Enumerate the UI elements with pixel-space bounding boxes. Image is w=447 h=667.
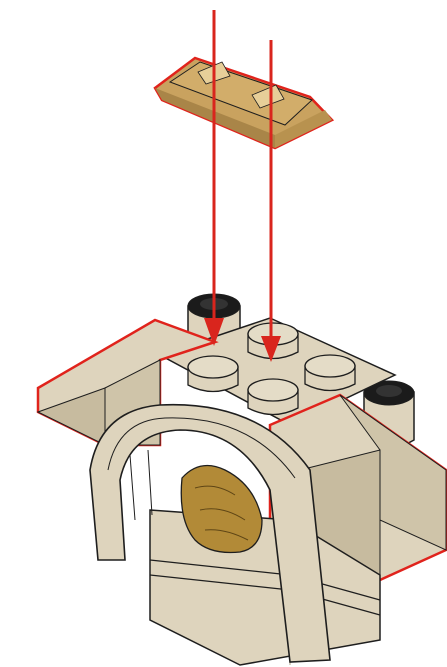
stud-back-right (305, 355, 355, 391)
arch-assembly (38, 294, 446, 665)
tile-1x2-grille (155, 58, 332, 148)
stud-front-left (188, 356, 238, 392)
stud-front-right (248, 379, 298, 415)
